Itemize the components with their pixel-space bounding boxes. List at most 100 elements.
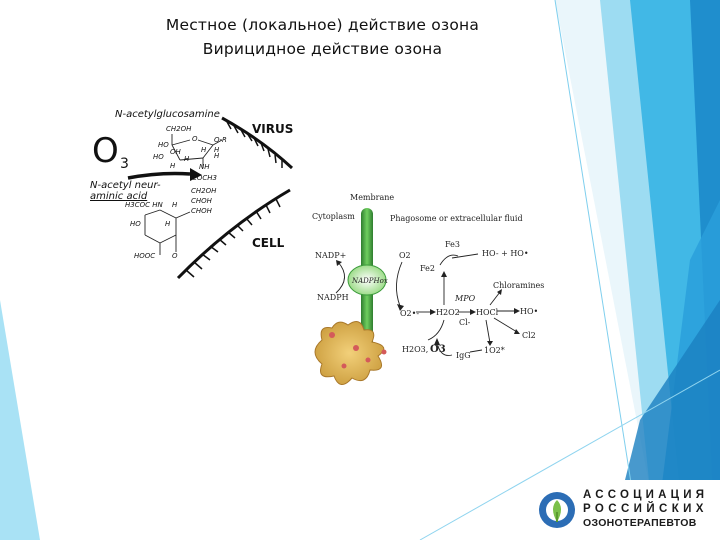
nadph-oxidase-label: NADPHox: [351, 277, 388, 285]
o2-label: O2: [399, 251, 411, 260]
granule: [353, 345, 359, 351]
granule: [381, 349, 387, 355]
ring2-group: HO: [130, 220, 141, 228]
ring1-group: H: [201, 146, 207, 154]
chlorine-label: Cl2: [522, 331, 536, 340]
ring2-group: CHOH: [191, 207, 213, 215]
arrow-h2o2-h2o3: [427, 319, 445, 341]
granule: [341, 363, 347, 369]
ring1-group: H: [170, 162, 176, 170]
ring1-group: HO: [158, 141, 169, 149]
ring2-group: H: [172, 201, 178, 209]
ring2-group: CHOH: [191, 197, 213, 205]
hydroxyl-radical-label: HO•: [520, 307, 538, 316]
ring1-group: OH: [170, 148, 182, 156]
ring1-group: COCH3: [192, 174, 217, 182]
ring2-group: H: [165, 220, 171, 228]
superoxide-label: O2•-: [400, 309, 419, 318]
reaction-arrows: [416, 275, 518, 356]
phagosome-label: Phagosome or extracellular fluid: [390, 214, 523, 223]
chloride-label: Cl-: [459, 318, 471, 327]
sugar2-name-line1: N-acetyl neur-: [90, 180, 161, 191]
arrowhead: [441, 271, 447, 277]
chloramines-label: Chloramines: [493, 281, 544, 290]
arrow-singlet-igg: [469, 349, 483, 353]
ozone-attack-arrow: [127, 171, 191, 180]
fenton-arrow: [439, 254, 459, 266]
cytoplasm-label: Cytoplasm: [312, 212, 355, 221]
slide-title-line2: Вирицидное действие озона: [202, 40, 443, 58]
reaction-arrowheads: [430, 271, 520, 346]
cell-label: CELL: [252, 236, 285, 250]
singlet-oxygen-label: 1O2*: [484, 346, 505, 355]
logo-text-line3: ОЗОНОТЕРАПЕВТОВ: [583, 517, 697, 529]
ring2-group: O: [172, 252, 178, 260]
left-accent-triangle: [0, 300, 40, 540]
granule: [329, 332, 335, 338]
mpo-label: MPO: [454, 294, 476, 303]
nadph-oxidase-enzyme: [347, 264, 387, 296]
sugar1-name: N-acetylglucosamine: [115, 109, 220, 120]
ozone-arrowhead: [190, 168, 202, 181]
fe3-label: Fe3: [445, 240, 460, 249]
ring2-group: HOOC: [134, 252, 155, 260]
virus-hatching: [225, 119, 283, 168]
h2o2-label: H2O2: [436, 308, 460, 317]
hocl-label: HOCl: [476, 308, 499, 317]
ring1-bonds: [171, 134, 223, 168]
ring1-group: NH: [199, 163, 210, 171]
membrane-label: Membrane: [350, 193, 394, 202]
arrowhead: [336, 260, 342, 266]
logo-text-line2: РОССИЙСКИХ: [583, 503, 708, 515]
o2-to-superoxide-arrow: [396, 261, 403, 307]
arrowhead: [487, 341, 493, 346]
deco-line-1: [554, 0, 641, 540]
cell-surface-arc: [176, 188, 291, 280]
fenton-product-arrow: [451, 253, 479, 259]
h2o3-label: H2O3,: [402, 345, 428, 354]
arrow-hocl-chloramines: [489, 291, 501, 306]
ring1-group: H: [184, 155, 190, 163]
virus-surface-arc: [221, 116, 294, 170]
ring2-bonds: [144, 209, 191, 255]
arrow-hocl-singlet: [485, 319, 491, 344]
arrowhead: [497, 289, 502, 295]
nadph-to-nadp-arrow: [335, 261, 345, 294]
cell-hatching: [185, 198, 281, 278]
nadp-plus-label: NADP+: [315, 251, 346, 260]
ozone-subscript: 3: [120, 156, 129, 172]
arrowhead: [434, 338, 440, 345]
ozone-symbol: O: [92, 131, 119, 171]
arrowhead: [430, 309, 436, 315]
ring1-group: O: [192, 135, 198, 143]
logo-leaf-stem: [556, 512, 558, 522]
arrow-hocl-chlorine: [493, 317, 518, 333]
phagocyte-blob: [314, 320, 387, 385]
ring1-group: O-R: [214, 136, 227, 144]
granule: [365, 357, 371, 363]
igg-label: IgG: [456, 351, 471, 360]
ring1-group: H: [214, 146, 220, 154]
arrowhead: [514, 308, 520, 314]
hydroxyl-products-label: HO- + HO•: [482, 249, 529, 258]
ring1-group: H: [214, 152, 220, 160]
sugar2-name-line2: aminic acid: [90, 191, 148, 202]
arrowhead: [514, 329, 520, 334]
nadph-label: NADPH: [317, 293, 349, 302]
logo-text-line1: АССОЦИАЦИЯ: [583, 489, 709, 501]
ring1-group: HO: [153, 153, 164, 161]
ring2-group: H3COC HN: [125, 201, 163, 209]
deco-line-2: [419, 369, 720, 540]
ring1-group: CH2OH: [166, 125, 192, 133]
arrowhead: [397, 304, 404, 311]
o3-product-label: O3: [430, 344, 446, 355]
slide-title-line1: Местное (локальное) действие озона: [165, 16, 480, 34]
arrowhead: [470, 309, 476, 315]
fe2-label: Fe2: [420, 264, 435, 273]
ring2-group: CH2OH: [191, 187, 217, 195]
